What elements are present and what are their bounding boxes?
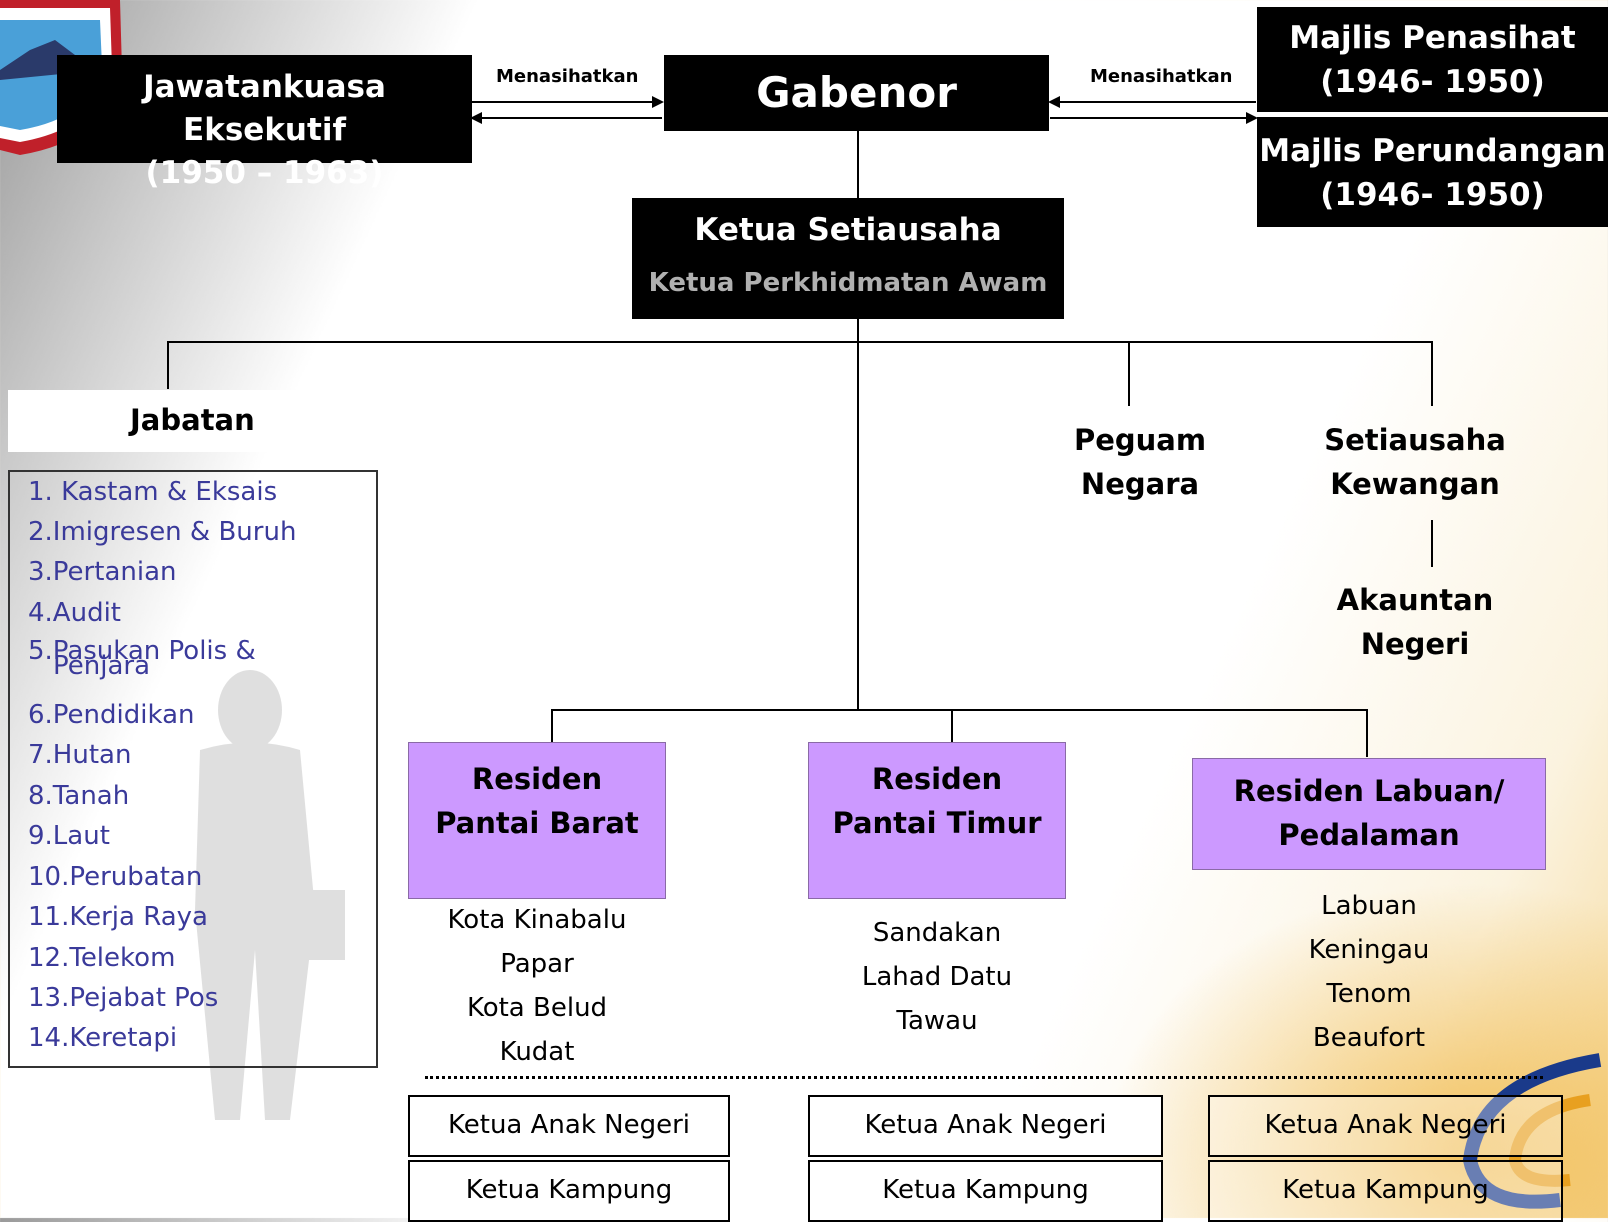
ketua-kampung-box: Ketua Kampung xyxy=(808,1160,1163,1222)
connector xyxy=(1431,520,1433,567)
majlis-penasihat-years: (1946- 1950) xyxy=(1320,64,1545,100)
town: Kota Kinabalu xyxy=(447,905,627,935)
ketua-kampung-label: Ketua Kampung xyxy=(882,1175,1089,1205)
residen-labuan-pedalaman-box: Residen Labuan/ Pedalaman xyxy=(1192,758,1546,870)
setiausaha-kewangan-line2: Kewangan xyxy=(1330,467,1500,501)
jawatankuasa-eksekutif-box: Jawatankuasa Eksekutif (1950 – 1963) xyxy=(57,55,472,191)
majlis-perundangan-box: Majlis Perundangan (1946- 1950) xyxy=(1257,117,1608,227)
ketua-setiausaha-box: Ketua Setiausaha Ketua Perkhidmatan Awam xyxy=(632,198,1064,319)
jabatan-item: 5.Pasukan Polis & xyxy=(28,636,256,666)
town: Labuan xyxy=(1321,891,1417,921)
connector xyxy=(1366,709,1368,757)
residen-pantai-barat-box: Residen Pantai Barat xyxy=(408,742,666,899)
akauntan-line1: Akauntan xyxy=(1336,583,1494,617)
jabatan-list: 1. Kastam & Eksais 2.Imigresen & Buruh 3… xyxy=(8,470,378,1068)
jabatan-item: 9.Laut xyxy=(28,821,110,851)
gabenor-box: Gabenor xyxy=(664,55,1049,131)
connector xyxy=(551,709,553,757)
residen-title-line2: Pedalaman xyxy=(1278,818,1460,852)
town: Lahad Datu xyxy=(861,962,1013,992)
connector xyxy=(857,130,859,198)
connector xyxy=(857,318,859,710)
jabatan-item: 12.Telekom xyxy=(28,943,176,973)
residen-pantai-timur-box: Residen Pantai Timur xyxy=(808,742,1066,899)
dotted-separator xyxy=(425,1076,1543,1079)
jabatan-item: 8.Tanah xyxy=(28,781,130,811)
residen-title-line2: Pantai Timur xyxy=(832,806,1042,840)
setiausaha-kewangan-line1: Setiausaha xyxy=(1324,423,1506,457)
advise-label-right: Menasihatkan xyxy=(1090,66,1233,87)
peguam-negara: Peguam Negara xyxy=(1040,418,1240,506)
connector xyxy=(1128,341,1130,406)
town: Tenom xyxy=(1326,979,1412,1009)
connector xyxy=(167,341,1431,343)
jabatan-item: 3.Pertanian xyxy=(28,557,177,587)
ketua-kampung-label: Ketua Kampung xyxy=(465,1175,673,1205)
town: Kudat xyxy=(499,1037,575,1067)
majlis-perundangan-title: Majlis Perundangan xyxy=(1259,133,1606,169)
akauntan-line2: Negeri xyxy=(1360,627,1470,661)
ketua-kampung-box: Ketua Kampung xyxy=(1208,1160,1563,1222)
jabatan-item: 6.Pendidikan xyxy=(28,700,195,730)
towns-pantai-timur: Sandakan Lahad Datu Tawau xyxy=(808,911,1066,1043)
jabatan-item: 10.Perubatan xyxy=(28,862,203,892)
town: Keningau xyxy=(1308,935,1430,965)
ketua-anak-negeri-box: Ketua Anak Negeri xyxy=(1208,1095,1563,1157)
ketua-anak-negeri-label: Ketua Anak Negeri xyxy=(1264,1110,1507,1140)
town: Beaufort xyxy=(1312,1023,1426,1053)
jabatan-item: 14.Keretapi xyxy=(28,1023,178,1053)
residen-title-line1: Residen xyxy=(471,762,603,796)
jabatan-item: 1. Kastam & Eksais xyxy=(28,477,278,507)
residen-title-line1: Residen Labuan/ xyxy=(1233,774,1505,808)
peguam-line2: Negara xyxy=(1080,467,1200,501)
residen-title-line2: Pantai Barat xyxy=(435,806,639,840)
jabatan-item: 13.Pejabat Pos xyxy=(28,983,219,1013)
jabatan-item: 4.Audit xyxy=(28,598,121,628)
residen-title-line1: Residen xyxy=(871,762,1003,796)
ketua-setiausaha-title: Ketua Setiausaha xyxy=(694,212,1002,248)
towns-labuan-pedalaman: Labuan Keningau Tenom Beaufort xyxy=(1240,884,1498,1060)
corner-logo xyxy=(1440,1040,1608,1218)
ketua-anak-negeri-box: Ketua Anak Negeri xyxy=(808,1095,1163,1157)
town: Papar xyxy=(500,949,574,979)
ketua-kampung-label: Ketua Kampung xyxy=(1282,1175,1489,1205)
jawatankuasa-years: (1950 – 1963) xyxy=(145,155,384,191)
jawatankuasa-title: Jawatankuasa Eksekutif xyxy=(143,69,386,148)
jabatan-heading-panel: Jabatan xyxy=(8,390,378,452)
setiausaha-kewangan: Setiausaha Kewangan xyxy=(1300,418,1530,506)
majlis-perundangan-years: (1946- 1950) xyxy=(1320,177,1545,213)
towns-pantai-barat: Kota Kinabalu Papar Kota Belud Kudat xyxy=(408,898,666,1074)
ketua-anak-negeri-label: Ketua Anak Negeri xyxy=(448,1110,690,1140)
town: Sandakan xyxy=(872,918,1002,948)
connector xyxy=(951,709,953,757)
ketua-anak-negeri-box: Ketua Anak Negeri xyxy=(408,1095,730,1157)
advise-label-left: Menasihatkan xyxy=(496,66,639,87)
connector xyxy=(1431,341,1433,406)
town: Tawau xyxy=(896,1006,978,1036)
jabatan-item: 11.Kerja Raya xyxy=(28,902,208,932)
ketua-anak-negeri-label: Ketua Anak Negeri xyxy=(864,1110,1107,1140)
jabatan-item: Penjara xyxy=(53,651,151,681)
majlis-penasihat-title: Majlis Penasihat xyxy=(1289,20,1576,56)
majlis-penasihat-box: Majlis Penasihat (1946- 1950) xyxy=(1257,7,1608,112)
town: Kota Belud xyxy=(466,993,608,1023)
gabenor-title: Gabenor xyxy=(756,68,957,117)
peguam-line1: Peguam xyxy=(1073,423,1207,457)
businessman-silhouette xyxy=(140,650,360,1130)
jabatan-title: Jabatan xyxy=(130,403,255,437)
jabatan-item: 2.Imigresen & Buruh xyxy=(28,517,297,547)
connector xyxy=(167,341,169,389)
ketua-kampung-box: Ketua Kampung xyxy=(408,1160,730,1222)
akauntan-negeri: Akauntan Negeri xyxy=(1320,578,1510,666)
ketua-perkhidmatan-subtitle: Ketua Perkhidmatan Awam xyxy=(648,268,1048,298)
connector xyxy=(551,709,1367,711)
jabatan-item: 7.Hutan xyxy=(28,740,132,770)
